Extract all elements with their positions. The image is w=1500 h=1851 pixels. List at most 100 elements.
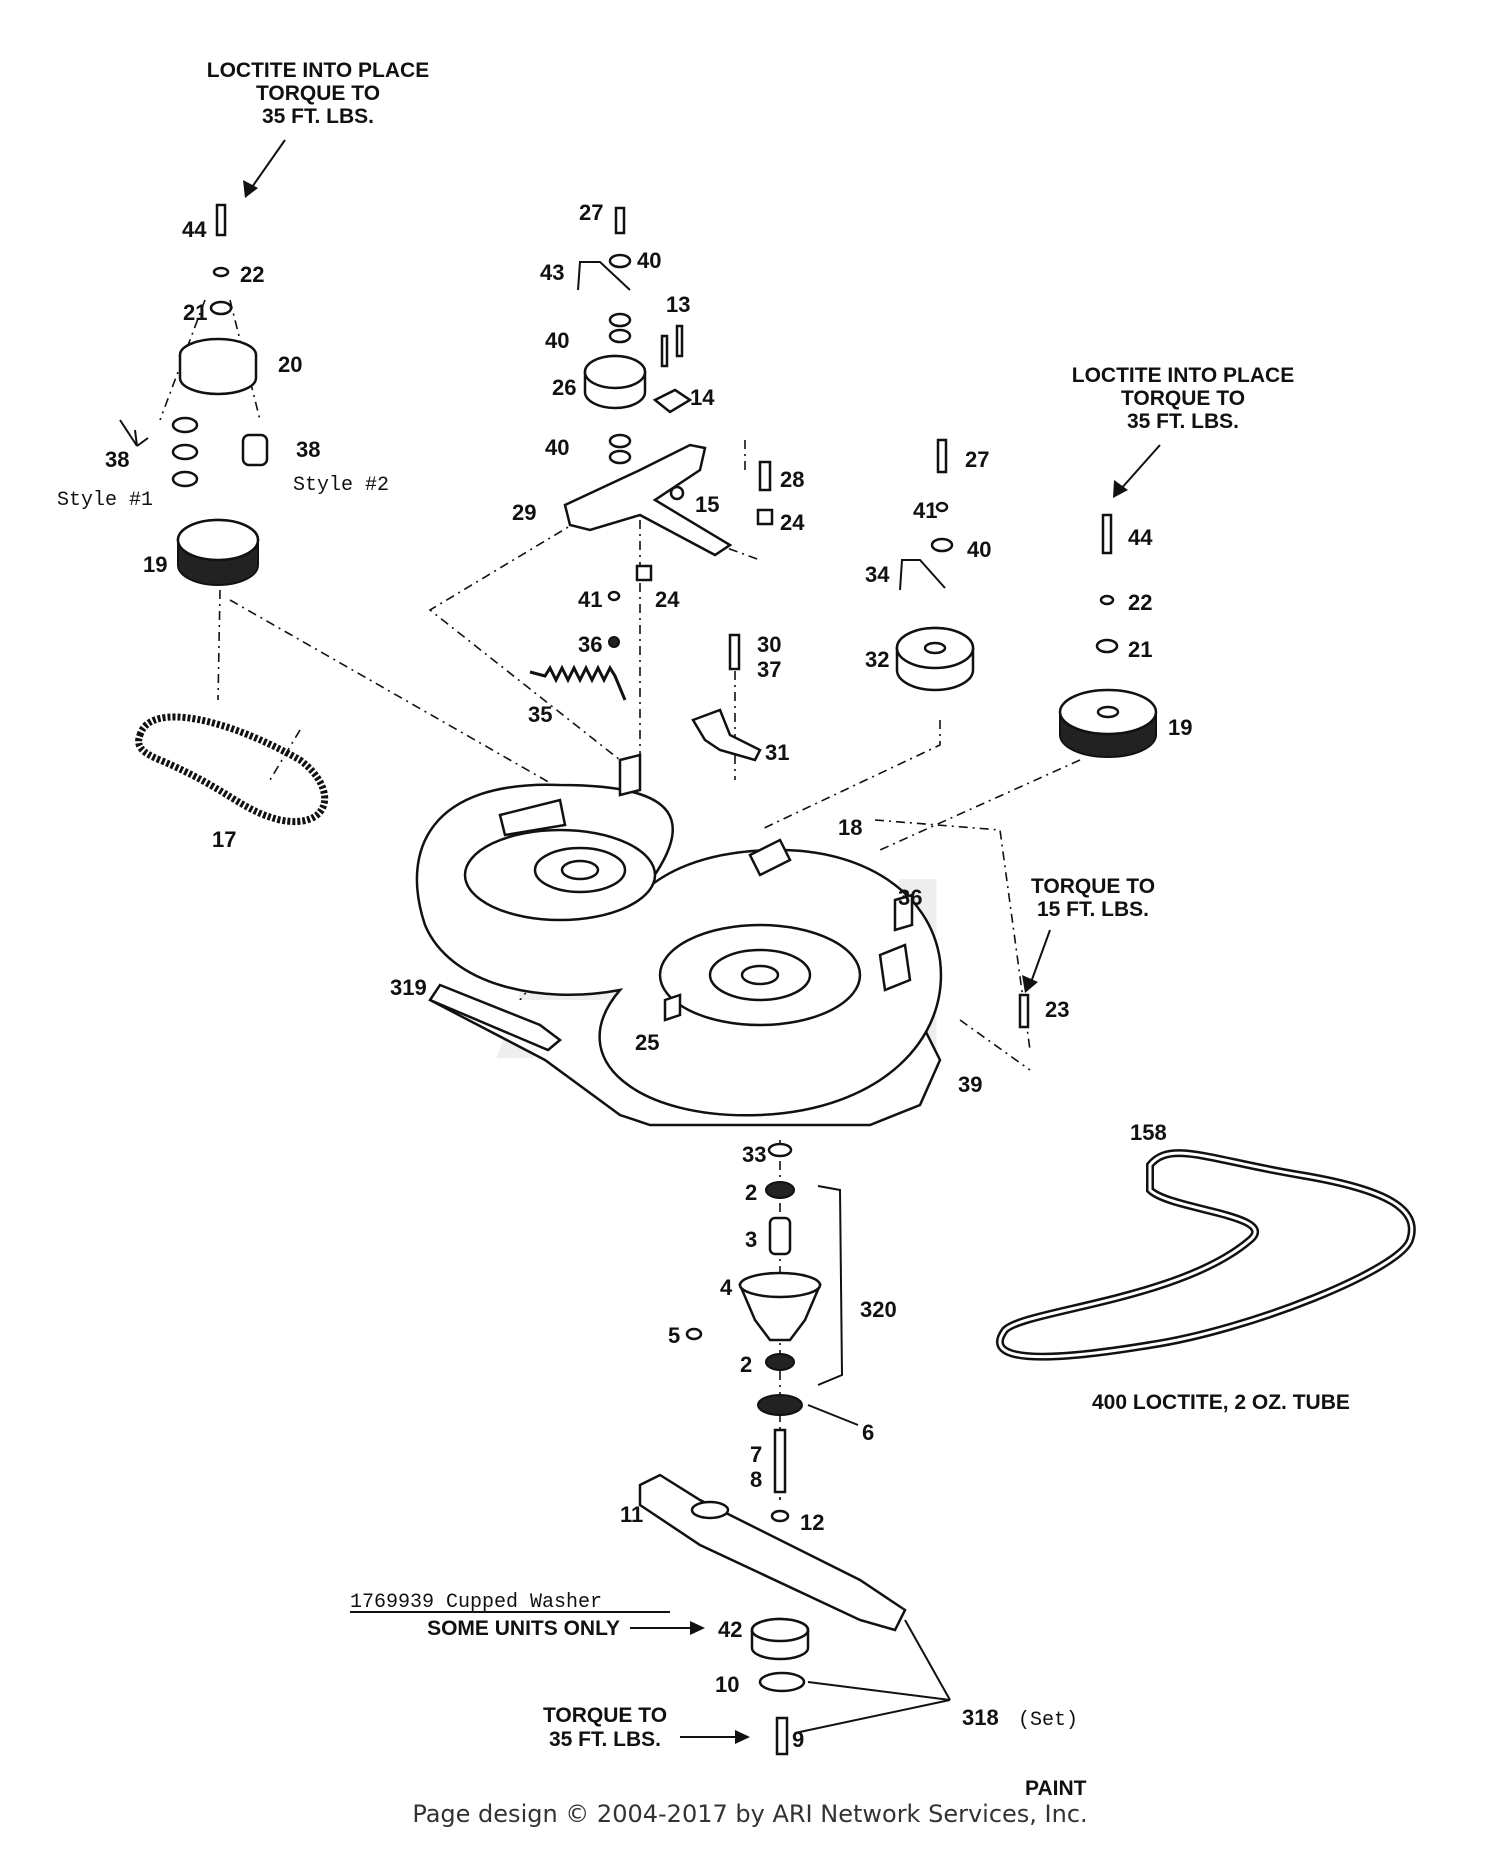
pulley-6	[757, 1394, 803, 1416]
part-label: 44	[1128, 525, 1153, 550]
part-label: 19	[1168, 715, 1192, 740]
note-torque-15-1: TORQUE TO	[1031, 875, 1155, 898]
part-label: 20	[278, 352, 302, 377]
idler-arm-29	[563, 443, 733, 557]
block-14	[652, 388, 693, 414]
part-label: 15	[695, 492, 719, 517]
washer-21-left	[209, 300, 233, 316]
bolt-44-left	[215, 203, 227, 237]
part-label: 2	[745, 1180, 757, 1205]
part-label: 39	[958, 1072, 982, 1097]
part-label: 8	[750, 1467, 762, 1492]
right-idler-assembly	[895, 438, 975, 692]
washer-22-left	[212, 266, 230, 278]
spindle-assembly	[685, 1142, 859, 1494]
note-torque-15-2: 15 FT. LBS.	[1037, 898, 1149, 921]
style-2-label: Style #2	[293, 474, 389, 497]
note-paint: PAINT	[1025, 1777, 1087, 1800]
spindle-shaft-7	[773, 1428, 787, 1494]
washer-10	[758, 1671, 806, 1693]
part-label: 26	[552, 375, 576, 400]
style-1-label: Style #1	[57, 489, 153, 512]
note-cupped-washer: 1769939 Cupped Washer	[350, 1591, 602, 1614]
part-label: 33	[742, 1142, 766, 1167]
note-torque-bottom-1: TORQUE TO	[543, 1704, 667, 1727]
note-loctite-right-2: TORQUE TO	[1121, 387, 1245, 410]
note-loctite-left-3: 35 FT. LBS.	[262, 105, 374, 128]
part-label: 10	[715, 1672, 739, 1697]
note-loctite-right-3: 35 FT. LBS.	[1127, 410, 1239, 433]
part-label: 12	[800, 1510, 824, 1535]
part-label: 14	[690, 385, 715, 410]
part-label: 5	[668, 1323, 680, 1348]
part-label: 44	[182, 217, 207, 242]
left-pulley-assembly	[171, 203, 269, 586]
part-label: 22	[1128, 590, 1152, 615]
part-label: 18	[838, 815, 862, 840]
part-label: 41	[913, 498, 937, 523]
bolt-27	[614, 206, 626, 235]
spacer-38	[241, 433, 269, 467]
part-label: 34	[865, 562, 890, 587]
part-label: 318	[962, 1705, 999, 1730]
part-label: 28	[780, 467, 804, 492]
spring-35	[529, 664, 627, 701]
part-label: 27	[965, 447, 989, 472]
note-loctite-left-1: LOCTITE INTO PLACE	[207, 59, 429, 82]
mower-deck-319	[415, 753, 943, 1127]
part-label: 35	[528, 702, 552, 727]
part-label: 319	[390, 975, 427, 1000]
part-label: 2	[740, 1352, 752, 1377]
part-label: 9	[792, 1727, 804, 1752]
part-label: 4	[720, 1275, 733, 1300]
part-label: 40	[545, 435, 569, 460]
part-label: 31	[765, 740, 789, 765]
part-label: 17	[212, 827, 236, 852]
bracket-31	[691, 708, 762, 762]
part-label: 24	[780, 510, 805, 535]
callout-arrows	[119, 139, 1161, 1744]
part-label: 41	[578, 587, 602, 612]
part-label: 36	[578, 632, 602, 657]
part-label: 13	[666, 292, 690, 317]
note-torque-bottom-2: 35 FT. LBS.	[549, 1728, 661, 1751]
part-label: 29	[512, 500, 536, 525]
part-label: 27	[579, 200, 603, 225]
blade-11	[638, 1473, 907, 1632]
note-loctite-tube: 400 LOCTITE, 2 OZ. TUBE	[1092, 1391, 1350, 1414]
idler-bracket-assembly	[563, 206, 774, 648]
part-label: 320	[860, 1297, 897, 1322]
note-some-units: SOME UNITS ONLY	[427, 1617, 620, 1640]
part-label: 36	[898, 885, 922, 910]
part-label: 25	[635, 1030, 659, 1055]
bolt-30	[728, 633, 741, 671]
bolt-44-right	[1101, 513, 1113, 555]
part-label: 38	[296, 437, 320, 462]
part-label: 19	[143, 552, 167, 577]
part-label: 3	[745, 1227, 757, 1252]
blade-assembly	[638, 1473, 951, 1756]
notes: LOCTITE INTO PLACE TORQUE TO 35 FT. LBS.…	[57, 59, 1350, 1800]
part-label: 21	[1128, 637, 1152, 662]
right-pulley-assembly	[1058, 513, 1158, 758]
part-label: 23	[1045, 997, 1069, 1022]
bolt-9	[775, 1716, 789, 1756]
note-set: (Set)	[1018, 1709, 1078, 1732]
bolt-23	[1018, 993, 1030, 1029]
copyright-footer: Page design © 2004-2017 by ARI Network S…	[412, 1800, 1088, 1828]
part-number-labels: 44 22 21 20 38 38 19 17 27 40 43 13 40 2…	[105, 200, 1192, 1752]
bracket-31-assembly	[691, 633, 762, 762]
part-label: 7	[750, 1442, 762, 1467]
part-label: 22	[240, 262, 264, 287]
part-label: 42	[718, 1617, 742, 1642]
part-label: 38	[105, 447, 129, 472]
part-label: 37	[757, 657, 781, 682]
part-label: 32	[865, 647, 889, 672]
part-label: 6	[862, 1420, 874, 1445]
part-label: 11	[620, 1502, 643, 1527]
part-label: 24	[655, 587, 680, 612]
bolt-27-right	[936, 438, 948, 474]
bolt-28	[758, 460, 772, 492]
part-label: 40	[545, 328, 569, 353]
